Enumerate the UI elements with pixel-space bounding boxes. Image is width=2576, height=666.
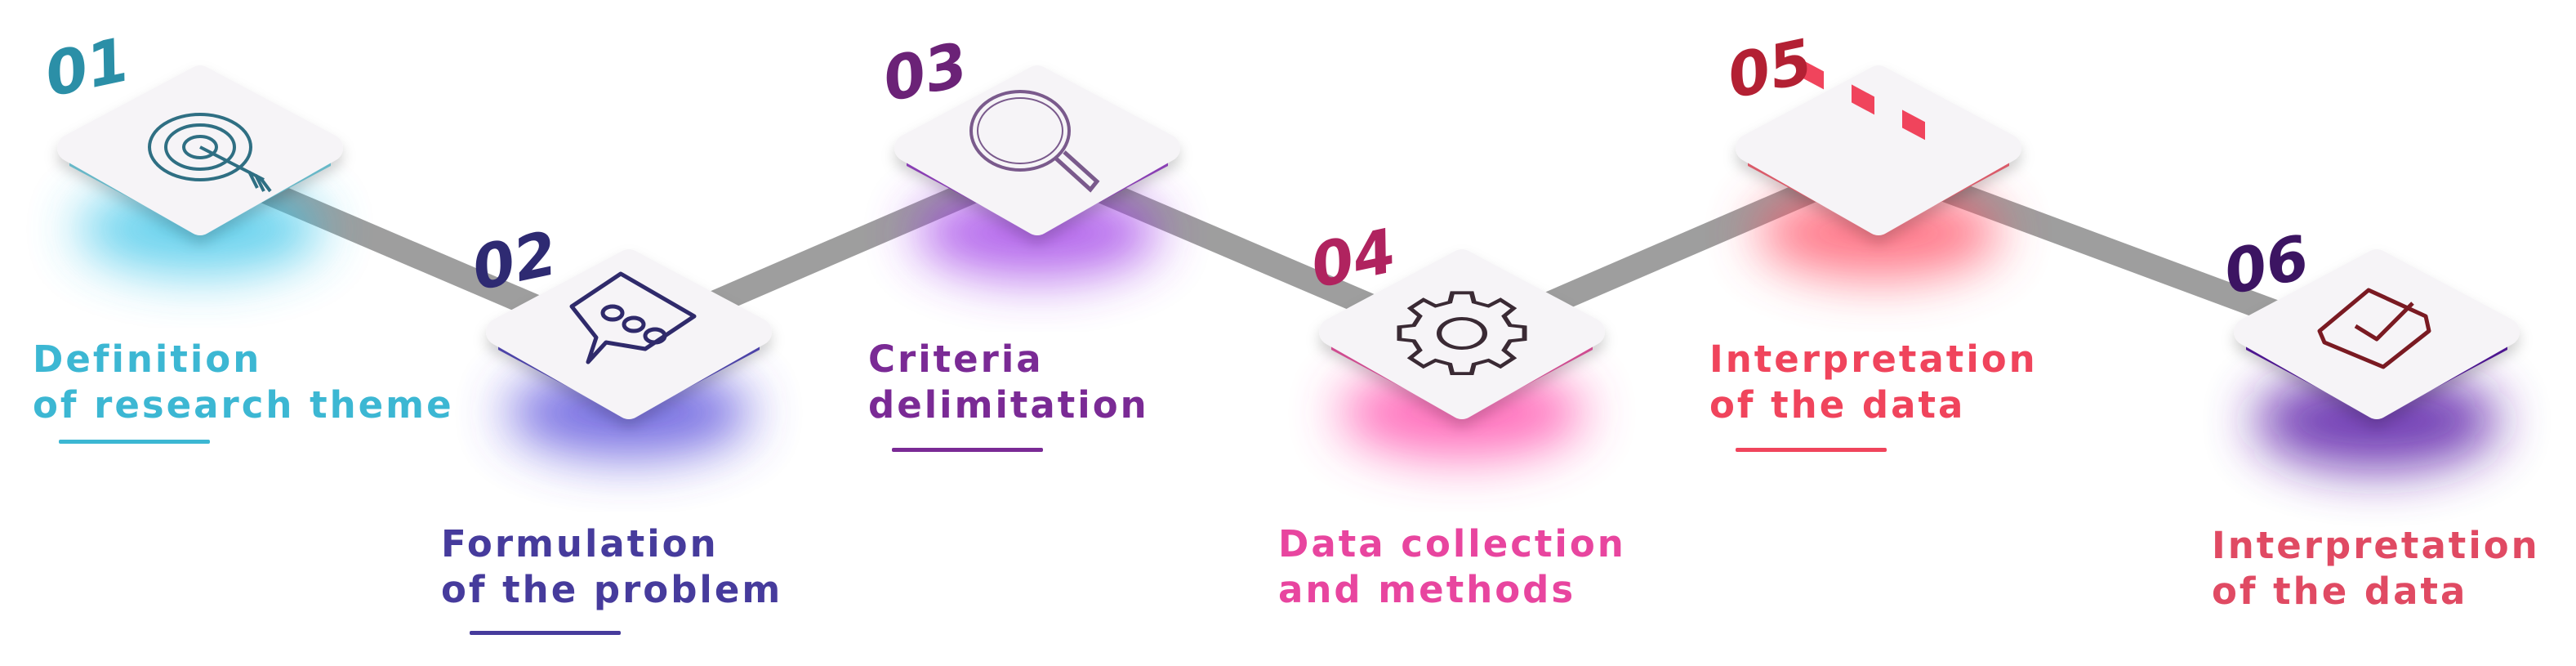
step-label-05-line1: Interpretation <box>1709 337 2038 381</box>
step-number-05: 05 <box>1722 26 1819 113</box>
step-label-02-line2: of the problem <box>441 568 783 611</box>
tile-top <box>57 65 343 235</box>
glow-06 <box>2254 372 2499 470</box>
tile-04 <box>1319 249 1605 419</box>
step-number-01: 01 <box>39 25 136 111</box>
step-label-01-line2: of research theme <box>33 383 454 427</box>
step-number-03: 03 <box>877 29 974 116</box>
step-underline-03 <box>892 448 1043 452</box>
step-label-06-line2: of the data <box>2212 570 2468 613</box>
step-number-02: 02 <box>466 218 564 305</box>
step-label-01-line1: Definition <box>33 337 262 381</box>
tile-top <box>2234 249 2520 419</box>
step-underline-01 <box>59 440 210 444</box>
step-label-01: Definition of research theme <box>33 337 454 428</box>
step-underline-02 <box>470 631 621 635</box>
step-label-04-line1: Data collection <box>1278 522 1626 565</box>
tile-top <box>1319 249 1605 419</box>
step-label-04: Data collection and methods <box>1278 521 1626 613</box>
target-icon <box>148 113 272 193</box>
magnifier-icon <box>969 90 1100 193</box>
step-label-03-line1: Criteria <box>868 337 1044 381</box>
gear-icon <box>1397 291 1527 376</box>
step-label-02: Formulation of the problem <box>441 521 782 613</box>
step-label-03-line2: delimitation <box>868 383 1149 427</box>
step-underline-05 <box>1736 448 1887 452</box>
tile-06 <box>2234 249 2520 419</box>
step-number-06: 06 <box>2218 222 2315 309</box>
step-number-04: 04 <box>1305 216 1402 302</box>
tile-05 <box>1736 65 2021 235</box>
checkbox-icon <box>2317 288 2431 369</box>
dots-icon <box>1801 59 1925 141</box>
step-label-06: Interpretation of the data <box>2212 523 2540 615</box>
step-label-03: Criteria delimitation <box>868 337 1149 428</box>
tile-top <box>486 249 772 419</box>
tile-02 <box>486 249 772 419</box>
tile-top <box>1736 65 2021 235</box>
step-label-05: Interpretation of the data <box>1709 337 2038 428</box>
step-label-04-line2: and methods <box>1278 568 1576 611</box>
step-label-02-line1: Formulation <box>441 522 719 565</box>
speech-bubble-icon <box>569 271 697 364</box>
step-label-06-line1: Interpretation <box>2212 524 2540 567</box>
tile-top <box>894 65 1180 235</box>
step-label-05-line2: of the data <box>1709 383 1966 427</box>
